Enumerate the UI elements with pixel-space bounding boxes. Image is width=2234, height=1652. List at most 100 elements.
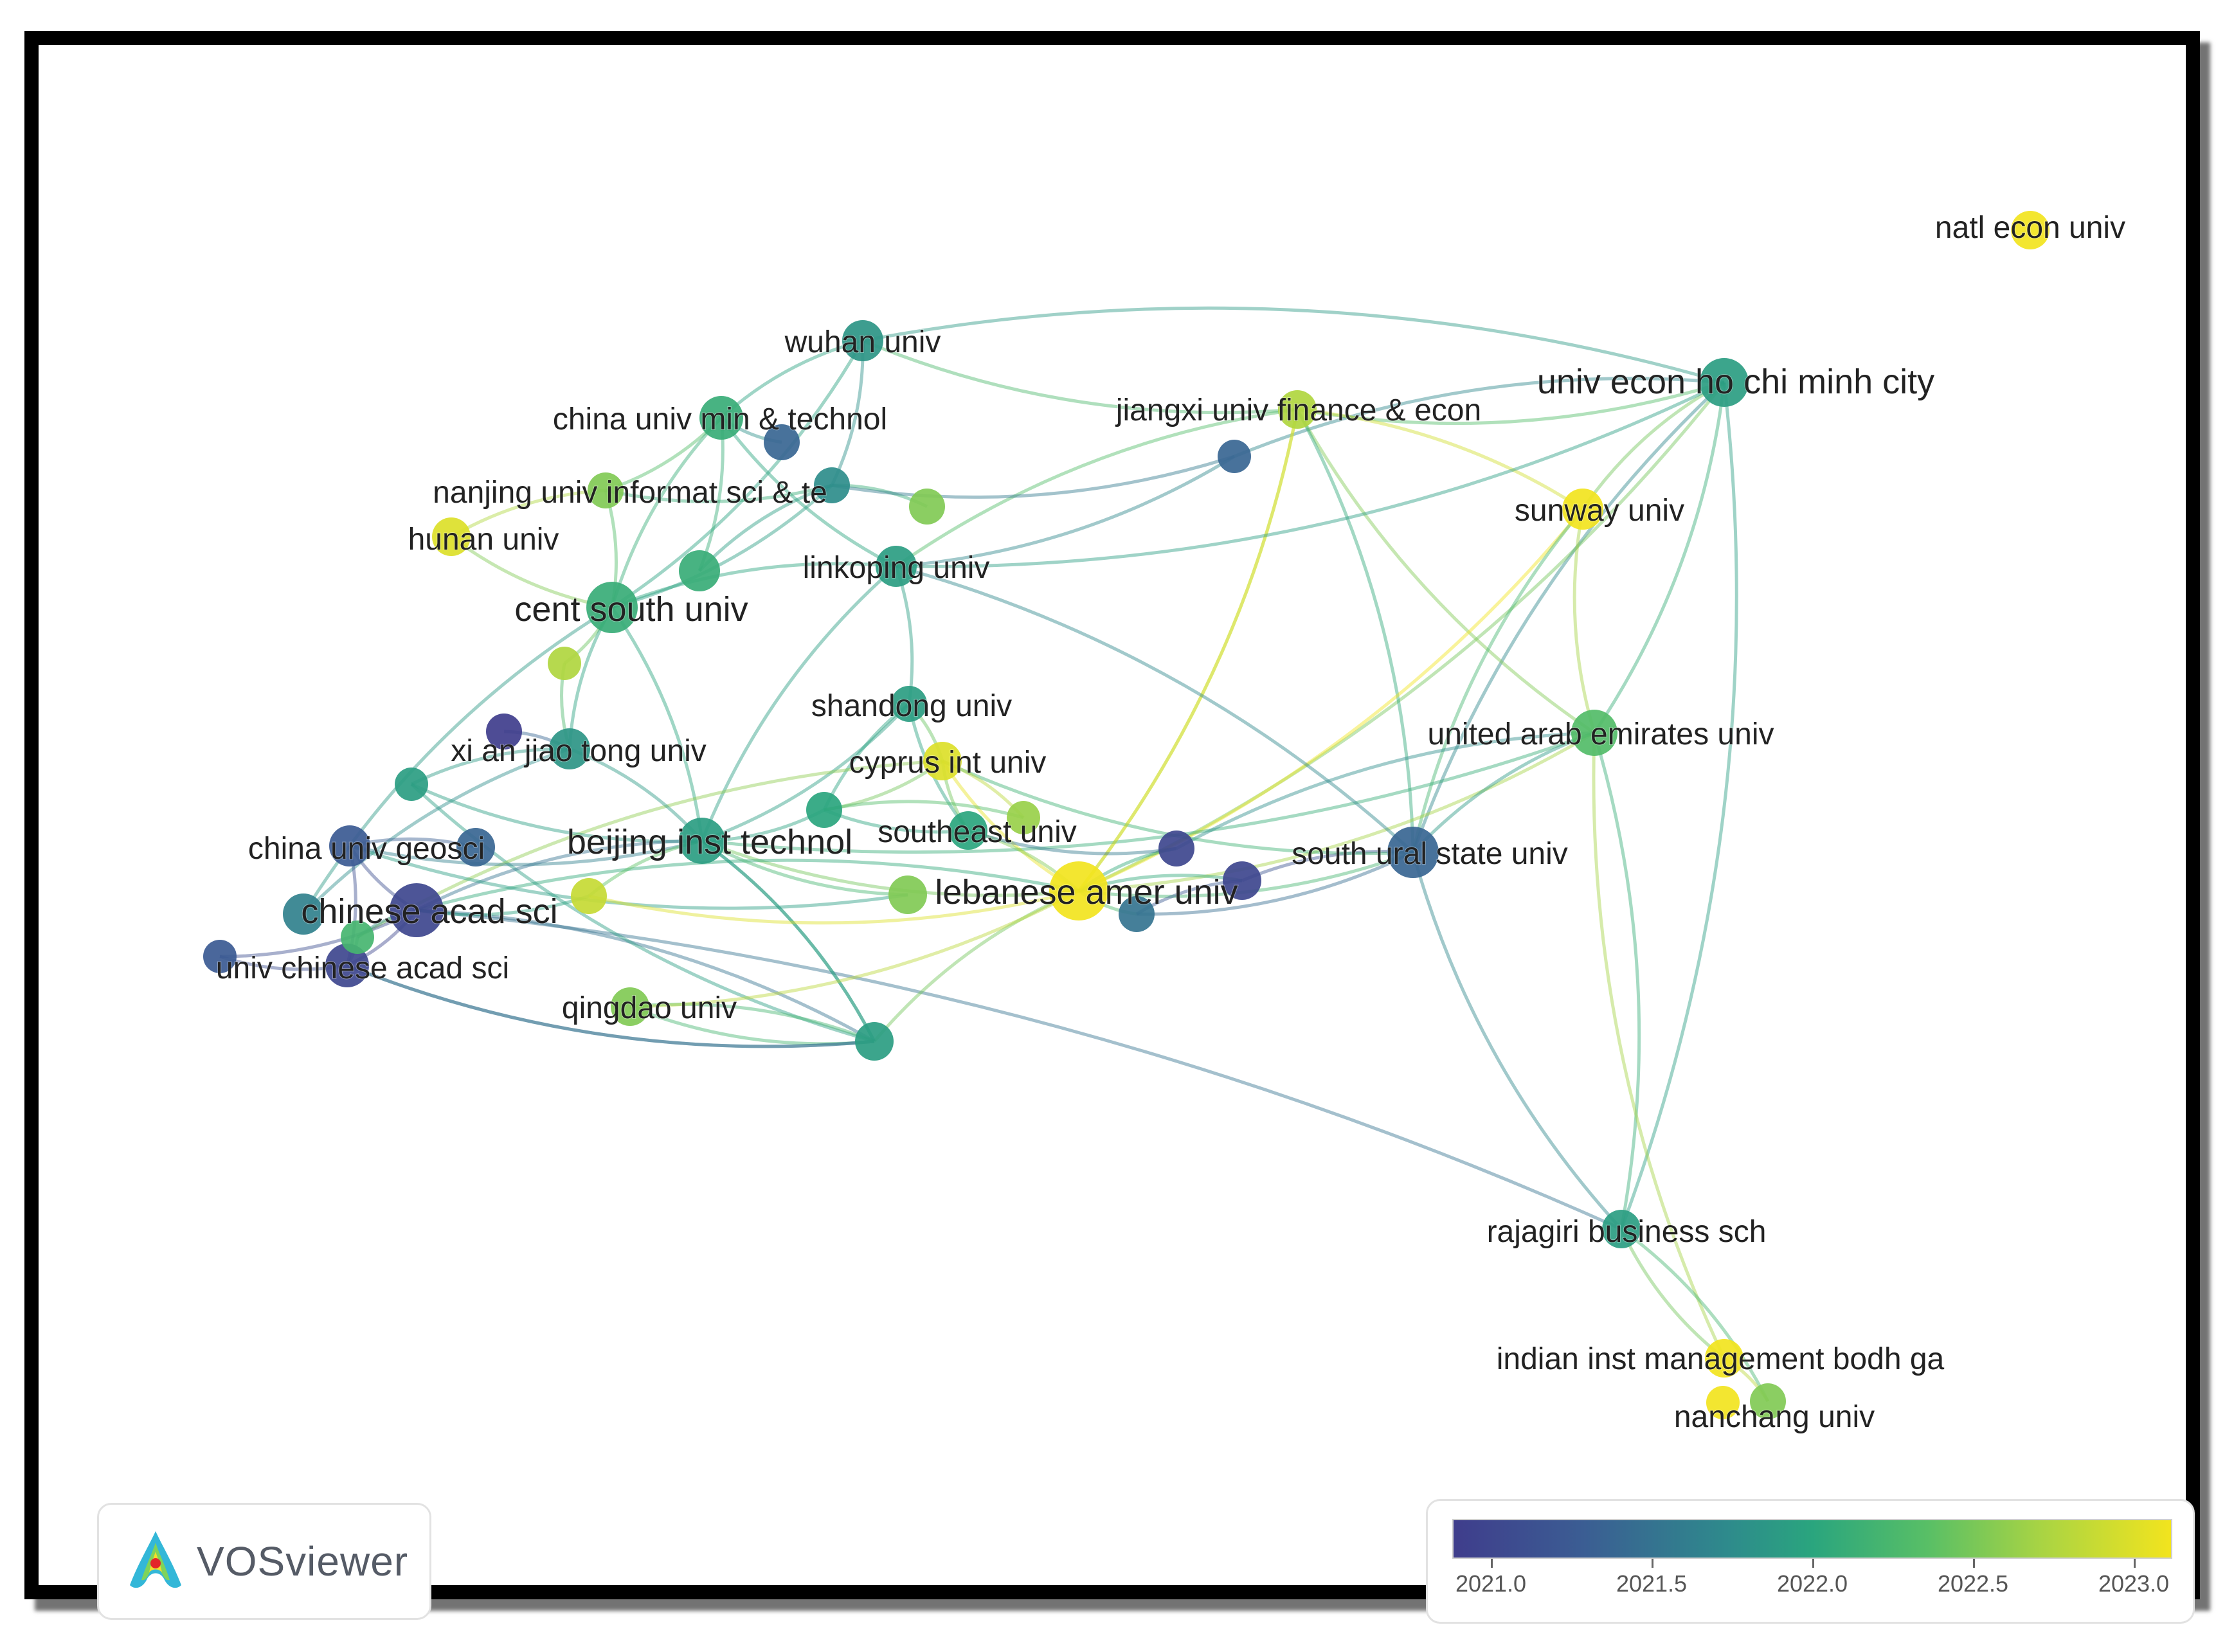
node-u_ylw2[interactable] <box>571 878 607 914</box>
node-cas[interactable] <box>390 883 444 937</box>
node-u_teal4[interactable] <box>283 893 324 935</box>
link-cumt-linkoping <box>719 417 897 568</box>
node-cyprus[interactable] <box>923 742 962 780</box>
node-csu[interactable] <box>586 582 638 633</box>
node-u_teal5[interactable] <box>855 1022 894 1061</box>
link-jiangxi-linkoping <box>895 408 1298 568</box>
node-sunway[interactable] <box>1562 489 1603 530</box>
node-shandong[interactable] <box>891 686 927 722</box>
node-label-lau[interactable]: lebanese amer univ <box>934 872 1238 912</box>
node-u_lau2[interactable] <box>1119 896 1155 932</box>
node-qingdao[interactable] <box>611 987 649 1026</box>
node-u_cumt2[interactable] <box>764 424 800 460</box>
link-hcm-jiangxi <box>1297 381 1725 426</box>
network-frame: natl econ univ univ econ ho chi minh city… <box>24 31 2200 1624</box>
link-ucas-u_teal5 <box>347 964 875 1048</box>
network-map[interactable]: natl econ univ univ econ ho chi minh city… <box>39 45 2186 1585</box>
node-label-rajagiri[interactable]: rajagiri business sch <box>1486 1214 1767 1250</box>
link-qingdao-u_teal5 <box>629 1002 875 1043</box>
node-label-bit[interactable]: beijing inst technol <box>566 822 853 862</box>
node-label-sunway[interactable]: sunway univ <box>1514 493 1685 528</box>
node-wuhan[interactable] <box>842 320 883 361</box>
link-u_teal1-u_jx2 <box>831 454 1235 499</box>
node-u_teal1[interactable] <box>814 467 850 503</box>
node-u_purp2[interactable] <box>1223 861 1261 900</box>
node-u_green2[interactable] <box>341 920 374 954</box>
label-layer: natl econ univ univ econ ho chi minh city… <box>215 210 2126 1435</box>
link-bit-cas <box>415 839 703 912</box>
node-label-hcm[interactable]: univ econ ho chi minh city <box>1536 362 1935 402</box>
node-label-nuist[interactable]: nanjing univ informat sci & te <box>432 475 828 510</box>
link-jiangxi-susu <box>1295 408 1415 853</box>
node-ucas[interactable] <box>325 944 369 987</box>
link-u_teal5-bit <box>701 839 876 1043</box>
link-wuhan-jiangxi <box>862 339 1298 415</box>
node-u_lgreen1[interactable] <box>909 489 945 525</box>
node-uaeu[interactable] <box>1571 710 1617 756</box>
node-u_purp1[interactable] <box>1158 830 1194 866</box>
link-susu-rajagiri <box>1411 852 1623 1230</box>
node-linkoping[interactable] <box>876 546 917 587</box>
node-u_blue1[interactable] <box>203 940 237 973</box>
node-label-nanchang[interactable]: nanchang univ <box>1673 1399 1875 1435</box>
node-u_ygreen[interactable] <box>1007 801 1040 834</box>
node-u_ylw3[interactable] <box>1706 1386 1740 1419</box>
node-cumt[interactable] <box>699 396 743 440</box>
node-rajagiri[interactable] <box>1602 1210 1641 1248</box>
node-u_teal3[interactable] <box>395 768 428 801</box>
node-label-xjtu[interactable]: xi an jiao tong univ <box>450 733 707 769</box>
node-natl[interactable] <box>2011 211 2049 249</box>
legend-tick-label: 2021.0 <box>1455 1570 1527 1597</box>
node-u_green1[interactable] <box>679 550 720 591</box>
node-jiangxi[interactable] <box>1278 390 1317 429</box>
link-cumt-csu <box>610 417 723 608</box>
node-label-wuhan[interactable]: wuhan univ <box>784 325 942 360</box>
link-lau-u_teal5 <box>873 889 1079 1043</box>
node-label-susu[interactable]: south ural state univ <box>1291 836 1569 872</box>
link-sunway-uaeu <box>1572 508 1596 733</box>
node-label-linkoping[interactable]: linkoping univ <box>802 550 991 586</box>
link-lau-cas <box>416 858 1079 912</box>
node-cug[interactable] <box>329 825 370 866</box>
node-xjtu[interactable] <box>549 728 590 769</box>
node-u_purp3[interactable] <box>486 714 522 750</box>
legend-tick-label: 2022.0 <box>1776 1570 1848 1597</box>
node-bit[interactable] <box>679 818 725 864</box>
node-label-natl[interactable]: natl econ univ <box>1934 210 2126 246</box>
node-label-cas[interactable]: chinese acad sci <box>300 892 558 931</box>
legend-tick-label: 2023.0 <box>2098 1570 2170 1597</box>
node-hcm[interactable] <box>1700 358 1749 407</box>
link-u_purp1-southeast <box>968 829 1177 856</box>
node-label-cug[interactable]: china univ geosci <box>248 831 485 866</box>
node-label-hunan[interactable]: hunan univ <box>408 522 560 557</box>
node-label-qingdao[interactable]: qingdao univ <box>561 991 737 1026</box>
node-label-uaeu[interactable]: united arab emirates univ <box>1427 717 1775 752</box>
link-jiangxi-sunway <box>1297 408 1584 511</box>
node-label-ucas[interactable]: univ chinese acad sci <box>215 951 510 986</box>
node-hunan[interactable] <box>432 517 471 556</box>
node-label-cyprus[interactable]: cyprus int univ <box>849 745 1047 780</box>
link-jiangxi-lau <box>1077 409 1299 892</box>
node-u_cug2[interactable] <box>456 828 495 866</box>
vosviewer-logo: VOSviewer <box>97 1503 431 1620</box>
link-susu-u_lau2 <box>1136 850 1414 916</box>
node-u_ylw1[interactable] <box>548 647 581 680</box>
node-label-iimbg[interactable]: indian inst management bodh ga <box>1496 1342 1945 1377</box>
link-qingdao-lau <box>629 889 1080 1009</box>
node-susu[interactable] <box>1387 827 1439 878</box>
node-lau[interactable] <box>1049 861 1108 920</box>
node-u_lgreen2[interactable] <box>888 875 927 914</box>
node-u_teal2[interactable] <box>806 792 842 828</box>
legend-tick <box>1491 1559 1493 1568</box>
node-nuist[interactable] <box>588 472 624 508</box>
node-iimbg[interactable] <box>1705 1339 1743 1378</box>
node-label-shandong[interactable]: shandong univ <box>811 688 1013 724</box>
node-u_jx2[interactable] <box>1218 440 1251 473</box>
node-label-csu[interactable]: cent south univ <box>514 589 748 629</box>
node-label-cumt[interactable]: china univ min & technol <box>552 402 888 437</box>
node-label-jiangxi[interactable]: jiangxi univ finance & econ <box>1114 393 1482 428</box>
node-southeast[interactable] <box>949 811 987 850</box>
node-nanchang[interactable] <box>1750 1383 1786 1419</box>
node-label-southeast[interactable]: southeast univ <box>877 814 1077 850</box>
